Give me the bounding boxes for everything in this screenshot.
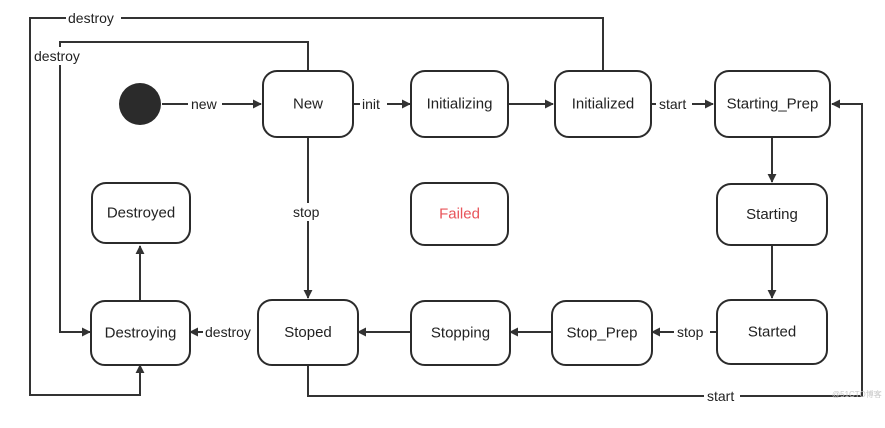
label-bg-stop-started bbox=[674, 323, 710, 341]
state-label-starting: Starting bbox=[746, 206, 798, 223]
edge-label-start: start bbox=[659, 96, 686, 112]
state-label-stop-prep: Stop_Prep bbox=[567, 325, 638, 342]
state-starting-prep: Starting_Prep bbox=[714, 70, 831, 138]
state-stop-prep: Stop_Prep bbox=[551, 300, 653, 366]
edge-label-init: init bbox=[362, 96, 380, 112]
label-bg-destroy-new bbox=[32, 47, 88, 65]
state-destroying: Destroying bbox=[90, 300, 191, 366]
label-bg-init bbox=[360, 95, 387, 113]
state-failed: Failed bbox=[410, 182, 509, 246]
state-started: Started bbox=[716, 299, 828, 365]
state-destroyed: Destroyed bbox=[91, 182, 191, 244]
edge-label-destroy-new: destroy bbox=[34, 48, 80, 64]
state-label-destroyed: Destroyed bbox=[107, 205, 175, 222]
state-stopping: Stopping bbox=[410, 300, 511, 366]
label-bg-stop-new bbox=[290, 203, 326, 221]
edge-destroy-initialized bbox=[29, 17, 604, 396]
edge-label-destroy-stoped: destroy bbox=[205, 324, 251, 340]
state-label-new: New bbox=[293, 96, 323, 113]
state-label-starting-prep: Starting_Prep bbox=[727, 96, 819, 113]
state-label-failed: Failed bbox=[439, 206, 480, 223]
label-bg-destroy-stoped bbox=[203, 323, 257, 341]
state-stoped: Stoped bbox=[257, 299, 359, 366]
edge-label-stop-new: stop bbox=[293, 204, 320, 220]
state-starting: Starting bbox=[716, 183, 828, 246]
state-initializing: Initializing bbox=[410, 70, 509, 138]
state-new: New bbox=[262, 70, 354, 138]
state-label-initialized: Initialized bbox=[572, 96, 635, 113]
edge-label-stop-started: stop bbox=[677, 324, 704, 340]
label-bg-start-stoped bbox=[704, 387, 740, 405]
edge-destroy-new bbox=[59, 41, 309, 337]
state-label-stoped: Stoped bbox=[284, 324, 332, 341]
edge-start-stoped bbox=[307, 99, 863, 397]
label-bg-start bbox=[656, 95, 692, 113]
state-label-destroying: Destroying bbox=[105, 325, 177, 342]
state-label-started: Started bbox=[748, 324, 796, 341]
state-initialized: Initialized bbox=[554, 70, 652, 138]
edge-label-start-stoped: start bbox=[707, 388, 734, 404]
state-label-initializing: Initializing bbox=[427, 96, 493, 113]
initial-state-dot bbox=[119, 83, 161, 125]
label-bg-destroy-initialized bbox=[66, 9, 121, 27]
label-bg-new bbox=[188, 95, 222, 113]
state-label-stopping: Stopping bbox=[431, 325, 490, 342]
edge-label-new: new bbox=[191, 96, 218, 112]
edge-label-destroy-initialized: destroy bbox=[68, 10, 114, 26]
watermark-text: @51CTO博客 bbox=[832, 389, 882, 399]
